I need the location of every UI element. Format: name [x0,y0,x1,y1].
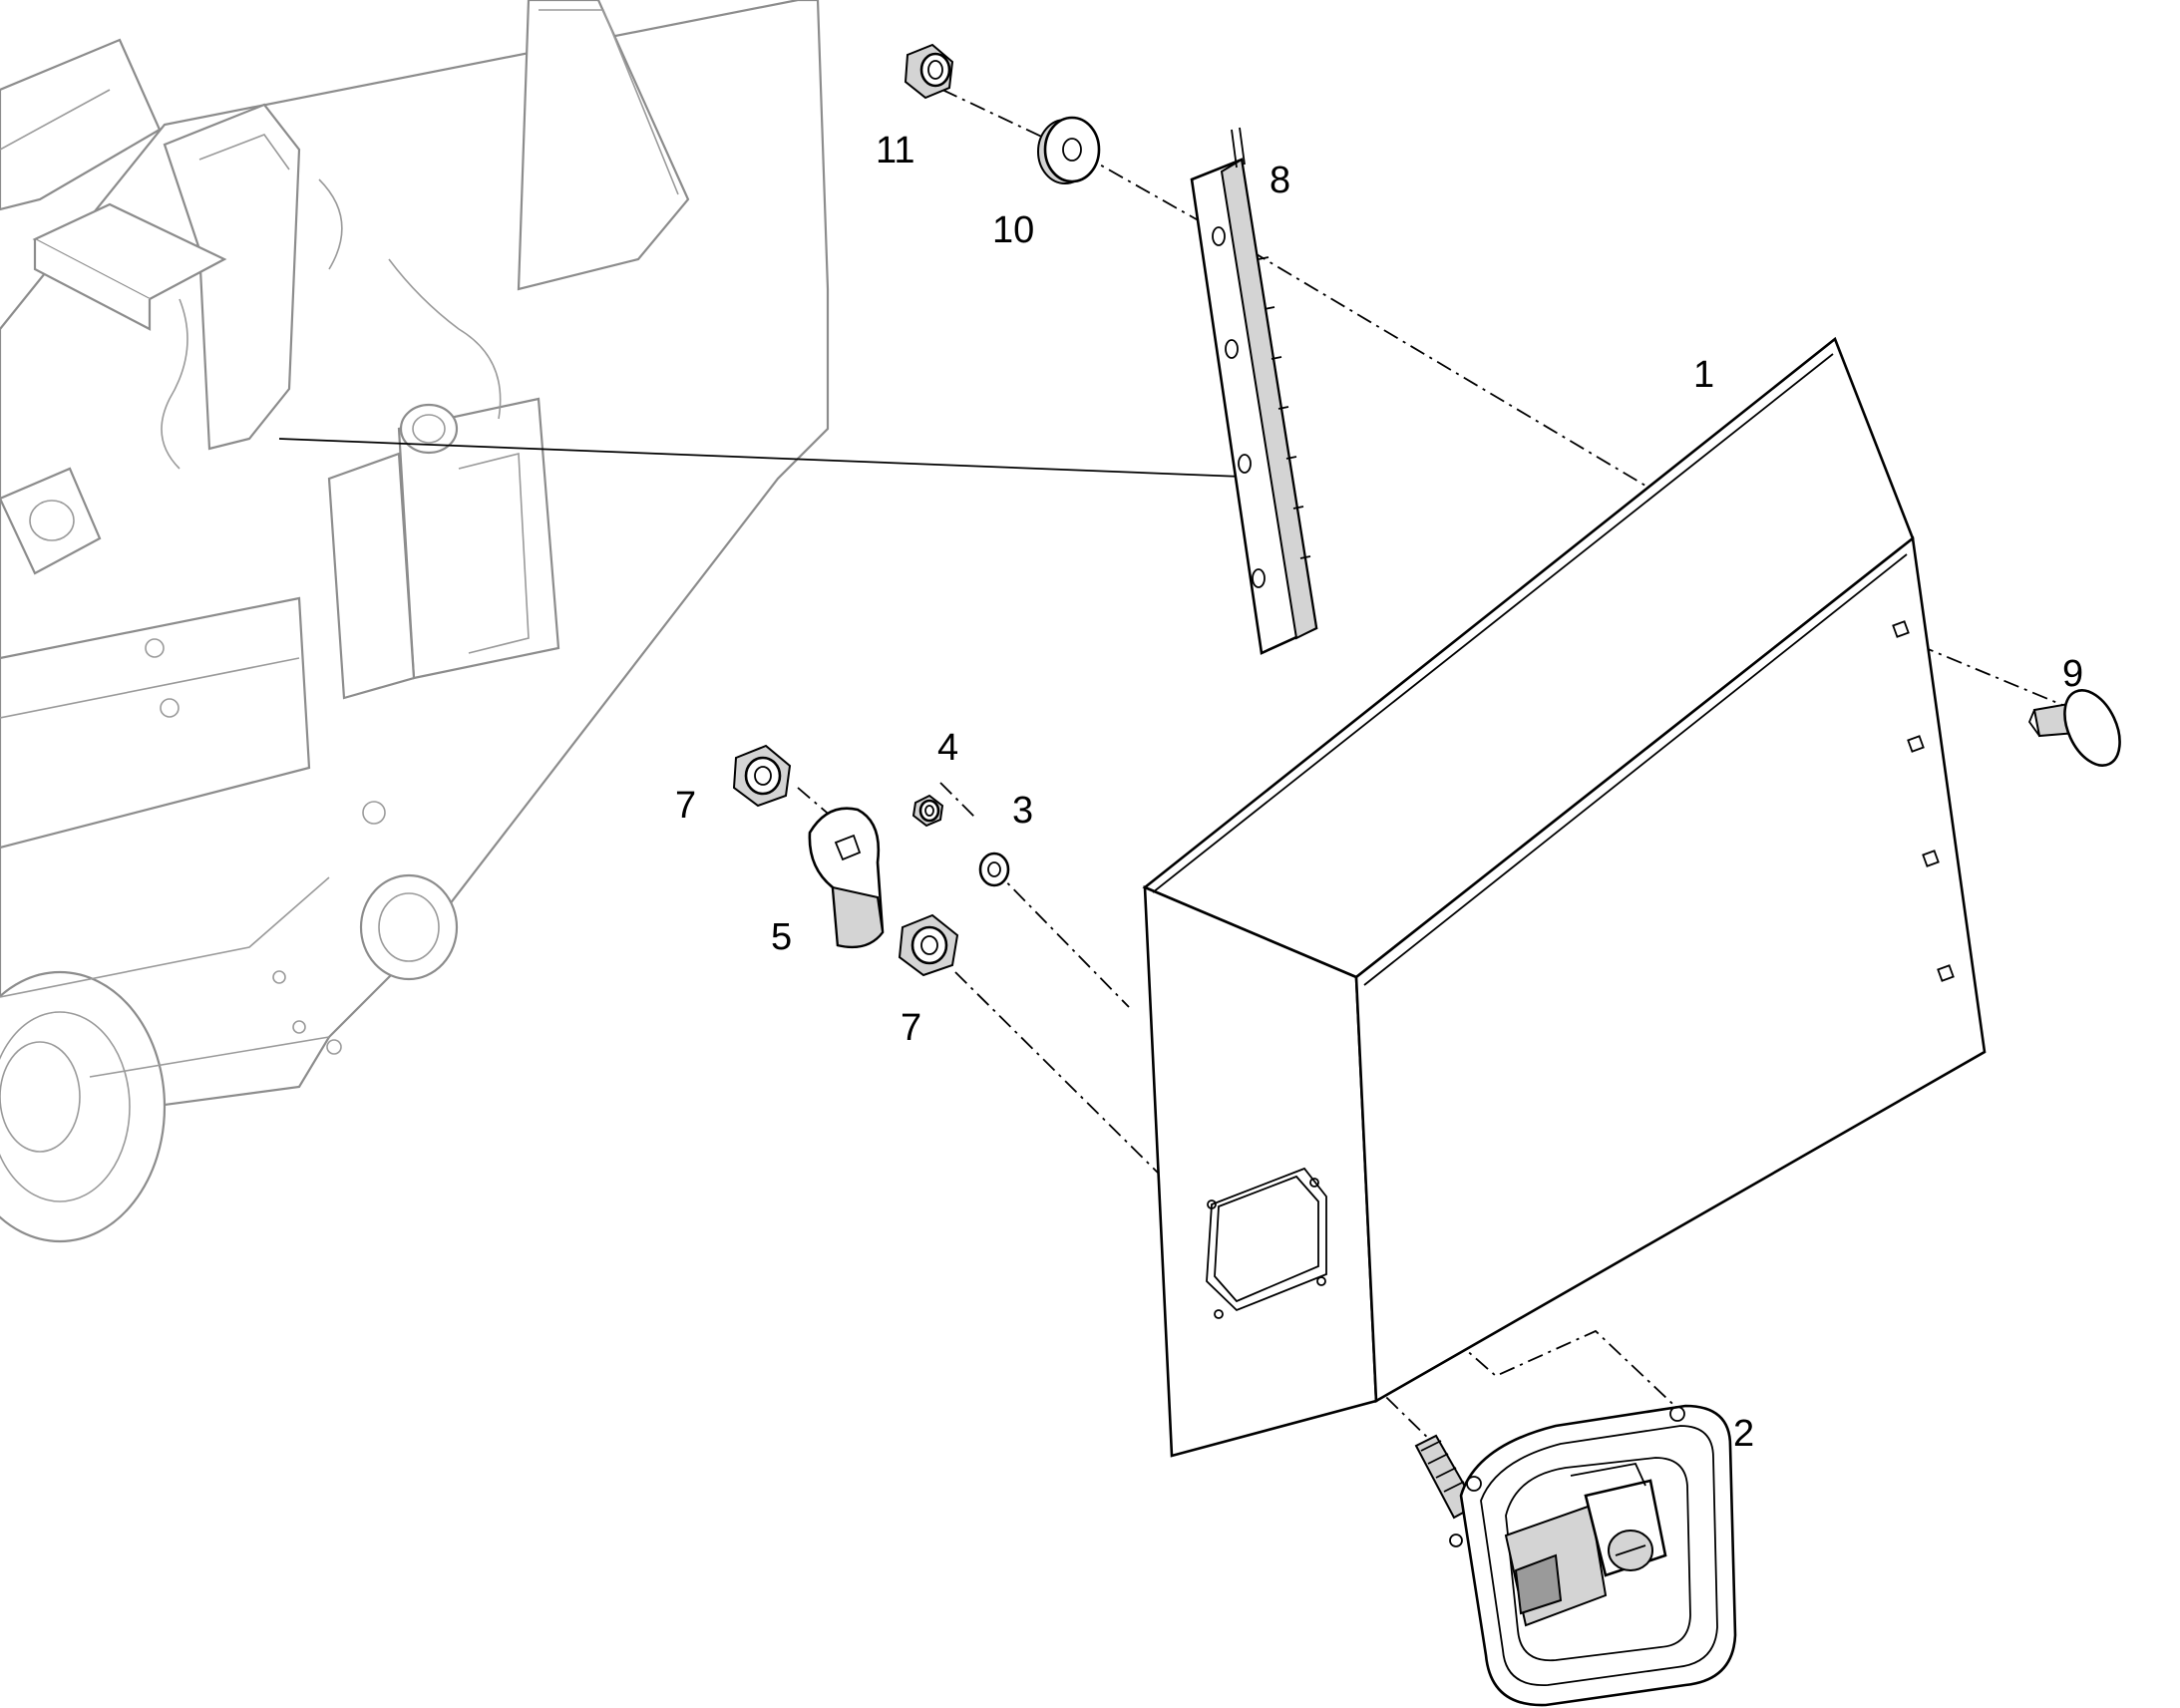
callout-2: 2 [1733,1413,1754,1455]
callout-11: 11 [876,130,914,171]
nut-part-4 [911,794,944,828]
callout-labels: 1 2 3 4 5 7 7 8 9 10 11 [675,130,2083,1455]
callout-3: 3 [1012,790,1033,832]
machine-frame-background [0,0,830,1243]
location-pointer-line [278,438,1243,478]
washer-part-3 [978,852,1010,887]
latch-handle-part-2 [1414,1404,1737,1707]
callout-8: 8 [1270,160,1290,201]
cover-box-part [1142,336,1987,1458]
callout-4: 4 [937,727,958,769]
cam-lever-part-5 [808,807,885,949]
nut-part-7-lower [898,913,959,977]
callout-1: 1 [1693,354,1714,396]
callout-7-upper: 7 [675,785,696,827]
callout-5: 5 [771,916,792,958]
piano-hinge-part [1190,127,1318,655]
nut-part-7-upper [732,744,792,808]
callout-7-lower: 7 [901,1007,921,1049]
rivet-part-9 [2027,689,2121,767]
callout-10: 10 [992,209,1034,251]
nut-part-11 [904,43,954,100]
callout-9: 9 [2062,653,2083,695]
washer-part-10 [1037,116,1101,184]
